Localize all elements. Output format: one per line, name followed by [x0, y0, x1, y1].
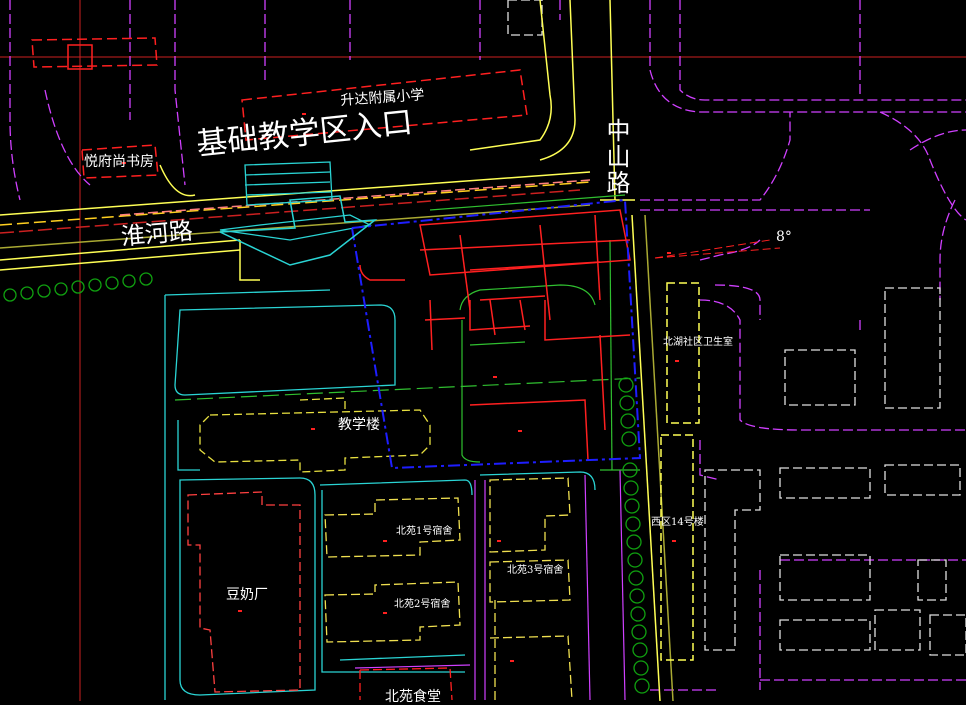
entrance-arrow: [219, 195, 378, 266]
road-edges: [0, 0, 700, 701]
green-lines: [174, 194, 641, 471]
huaihe-road-label: 淮河路: [119, 216, 194, 251]
angle-marker: [654, 239, 781, 259]
canteen-north-label: 北苑食堂: [385, 689, 441, 705]
soy-milk-factory-label: 豆奶厂: [226, 587, 268, 603]
teaching-building-label: 教学楼: [338, 417, 380, 433]
bookstore-label: 悦府尚书房: [84, 154, 154, 170]
west-14-label: 西区14号楼: [651, 517, 704, 528]
dorm-north-1-label: 北苑1号宿舍: [396, 526, 453, 537]
clinic-label: 北湖社区卫生室: [663, 337, 733, 348]
white-dashed-buildings: [507, 0, 966, 656]
canteen-outline: [359, 667, 453, 701]
dorm-outlines: [324, 477, 573, 701]
teaching-building-outline: [199, 397, 431, 473]
tree-row-right: [618, 377, 650, 694]
zhongshan-road-label: 中山路: [602, 118, 630, 196]
factory-outline: [187, 491, 301, 693]
dorm-north-2-label: 北苑2号宿舍: [394, 599, 451, 610]
dorm-north-3-label: 北苑3号宿舍: [507, 565, 564, 576]
tree-row-left: [3, 272, 153, 302]
cyan-outlines: [164, 161, 596, 700]
site-buildings: [31, 37, 631, 461]
campus-magenta: [354, 469, 626, 701]
red-markers: [122, 113, 679, 662]
site-boundary: [350, 198, 642, 470]
angle-label: 8°: [776, 229, 792, 245]
